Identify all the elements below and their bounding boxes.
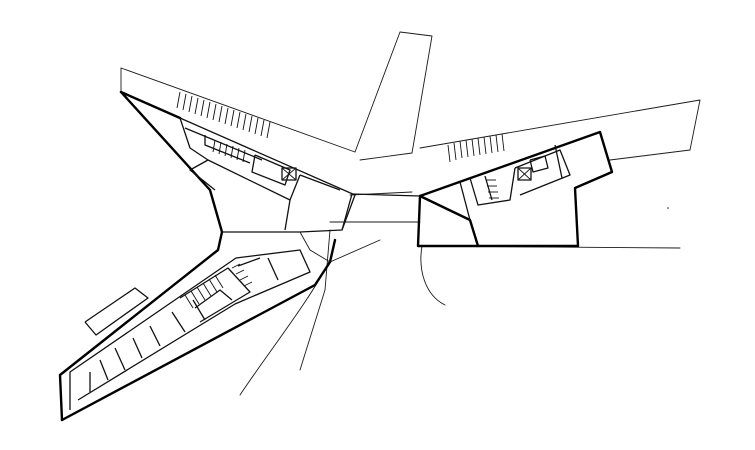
lift-core-left <box>281 167 297 181</box>
lift-core-right <box>517 167 532 181</box>
left-wing <box>58 90 356 422</box>
stair-hatch-upper-left <box>176 91 271 139</box>
central-junction <box>299 193 421 263</box>
stair-hatch-mid-left <box>212 139 246 163</box>
stair-hatch-lower-left <box>184 274 224 309</box>
stair-hatch-right <box>447 133 505 163</box>
stair-hatch-right-core <box>486 179 499 199</box>
dot-mark <box>667 207 669 209</box>
stair-hatch-left-bar <box>231 263 253 287</box>
site-context-lines <box>120 31 701 396</box>
right-wing <box>416 130 614 248</box>
